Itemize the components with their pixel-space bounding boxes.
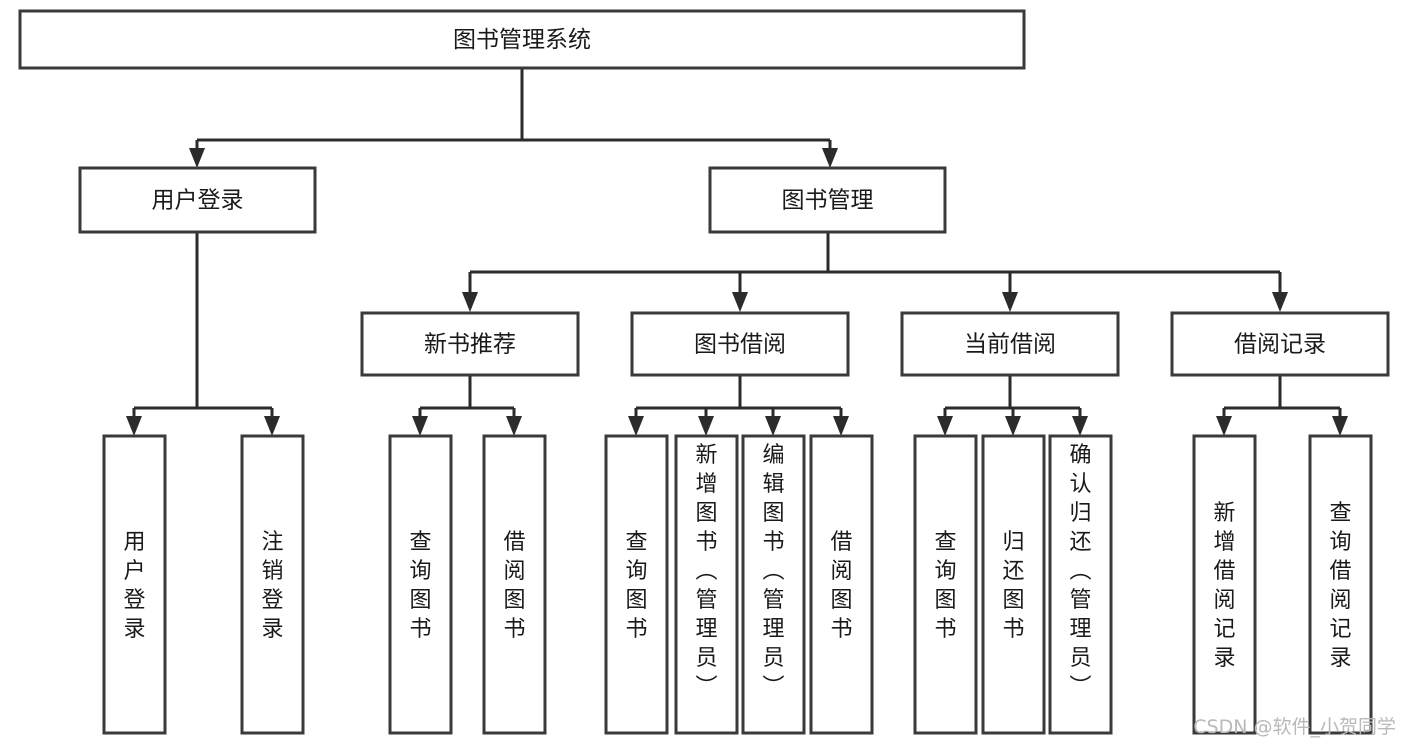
node-box[interactable] xyxy=(708,166,947,234)
node-box[interactable] xyxy=(741,434,806,735)
node-leaf-leaf-user-login[interactable]: 用户登录 xyxy=(102,434,167,735)
node-l3-new-book-recommend[interactable]: 新书推荐 xyxy=(360,311,580,377)
node-box[interactable] xyxy=(913,434,978,735)
node-box[interactable] xyxy=(78,166,317,234)
node-leaf-leaf-query-book-borrow[interactable]: 查询图书 xyxy=(604,434,669,735)
node-leaf-leaf-query-book-rec[interactable]: 查询图书 xyxy=(388,434,453,735)
node-l3-borrow-record[interactable]: 借阅记录 xyxy=(1170,311,1390,377)
node-box[interactable] xyxy=(1170,311,1390,377)
arrow-to-leaf-edit-book xyxy=(765,416,781,436)
node-label: 查询图书 xyxy=(934,530,956,642)
node-leaf-leaf-query-book-cur[interactable]: 查询图书 xyxy=(913,434,978,735)
node-label: 借阅图书 xyxy=(830,530,852,642)
connector-userlogin-bus xyxy=(132,232,274,416)
node-label: 确认归还︵管理员︶ xyxy=(1069,443,1091,700)
node-box[interactable] xyxy=(981,434,1046,735)
arrow-to-leaf-add-book xyxy=(698,416,714,436)
node-box[interactable] xyxy=(482,434,547,735)
node-label: 用户登录 xyxy=(123,530,145,642)
arrow-to-borrow-record xyxy=(1272,292,1288,312)
node-label: 图书管理系统 xyxy=(453,27,591,53)
node-leaf-leaf-add-record[interactable]: 新增借阅记录 xyxy=(1192,434,1257,735)
arrow-to-leaf-return-book xyxy=(1005,416,1021,436)
connector-bookmanage-bus xyxy=(468,232,1282,292)
node-box[interactable] xyxy=(1192,434,1257,735)
connector-bookborrow-bus xyxy=(634,375,843,416)
node-l2-book-manage[interactable]: 图书管理 xyxy=(708,166,947,234)
arrow-to-leaf-borrow-book xyxy=(833,416,849,436)
arrow-to-book-borrow xyxy=(732,292,748,312)
node-label: 借阅记录 xyxy=(1234,332,1326,358)
node-box[interactable] xyxy=(388,434,453,735)
arrow-to-leaf-logout xyxy=(264,416,280,436)
node-label: 归还图书 xyxy=(1002,530,1024,642)
arrow-root-to-book-manage xyxy=(822,148,838,168)
node-leaf-leaf-return-book[interactable]: 归还图书 xyxy=(981,434,1046,735)
connector-newbook-bus xyxy=(418,375,516,416)
node-box[interactable] xyxy=(674,434,739,735)
arrow-to-leaf-add-record xyxy=(1216,416,1232,436)
node-label: 图书管理 xyxy=(782,188,874,214)
node-leaf-leaf-borrow-book[interactable]: 借阅图书 xyxy=(809,434,874,735)
node-label: 新增借阅记录 xyxy=(1213,501,1235,671)
node-box[interactable] xyxy=(604,434,669,735)
node-label: 用户登录 xyxy=(152,188,244,214)
node-leaf-leaf-edit-book[interactable]: 编辑图书︵管理员︶ xyxy=(741,434,806,735)
node-root-root[interactable]: 图书管理系统 xyxy=(18,9,1026,70)
node-label: 注销登录 xyxy=(261,530,283,642)
arrow-to-leaf-query-book-cur xyxy=(937,416,953,436)
connector-currentborrow-bus xyxy=(943,375,1082,416)
node-label: 新增图书︵管理员︶ xyxy=(695,443,717,700)
connector-root-bus xyxy=(195,68,832,148)
arrow-to-leaf-user-login xyxy=(126,416,142,436)
node-box[interactable] xyxy=(900,311,1120,377)
node-label: 新书推荐 xyxy=(424,332,516,358)
node-label: 当前借阅 xyxy=(964,332,1056,358)
arrow-to-leaf-query-record xyxy=(1332,416,1348,436)
connector-layer xyxy=(126,68,1348,436)
node-l3-book-borrow[interactable]: 图书借阅 xyxy=(630,311,850,377)
node-label: 借阅图书 xyxy=(503,530,525,642)
arrow-to-leaf-query-book-borrow xyxy=(628,416,644,436)
node-box[interactable] xyxy=(102,434,167,735)
node-leaf-leaf-borrow-book-rec[interactable]: 借阅图书 xyxy=(482,434,547,735)
node-l3-current-borrow[interactable]: 当前借阅 xyxy=(900,311,1120,377)
arrow-to-current-borrow xyxy=(1002,292,1018,312)
node-leaf-leaf-query-record[interactable]: 查询借阅记录 xyxy=(1308,434,1373,735)
node-label: 图书借阅 xyxy=(694,332,786,358)
arrow-root-to-user-login xyxy=(189,148,205,168)
csdn-watermark: CSDN @软件_小贺同学 xyxy=(1193,716,1396,738)
node-box[interactable] xyxy=(240,434,305,735)
arrow-to-leaf-query-book-rec xyxy=(412,416,428,436)
node-leaf-leaf-logout[interactable]: 注销登录 xyxy=(240,434,305,735)
node-label: 查询借阅记录 xyxy=(1329,501,1351,671)
node-box[interactable] xyxy=(360,311,580,377)
node-label: 查询图书 xyxy=(625,530,647,642)
arrow-to-leaf-confirm-return xyxy=(1072,416,1088,436)
node-l2-user-login[interactable]: 用户登录 xyxy=(78,166,317,234)
node-leaf-leaf-confirm-return[interactable]: 确认归还︵管理员︶ xyxy=(1048,434,1113,735)
node-box[interactable] xyxy=(18,9,1026,70)
arrow-to-leaf-borrow-book-rec xyxy=(506,416,522,436)
node-leaf-leaf-add-book[interactable]: 新增图书︵管理员︶ xyxy=(674,434,739,735)
node-box[interactable] xyxy=(1308,434,1373,735)
node-label: 编辑图书︵管理员︶ xyxy=(762,443,784,700)
connector-borrowrecord-bus xyxy=(1222,375,1342,416)
node-box[interactable] xyxy=(809,434,874,735)
node-box[interactable] xyxy=(1048,434,1113,735)
node-label: 查询图书 xyxy=(409,530,431,642)
node-box[interactable] xyxy=(630,311,850,377)
node-layer: 图书管理系统用户登录图书管理新书推荐图书借阅当前借阅借阅记录用户登录注销登录查询… xyxy=(18,9,1390,735)
arrow-to-new-book-recommend xyxy=(462,292,478,312)
